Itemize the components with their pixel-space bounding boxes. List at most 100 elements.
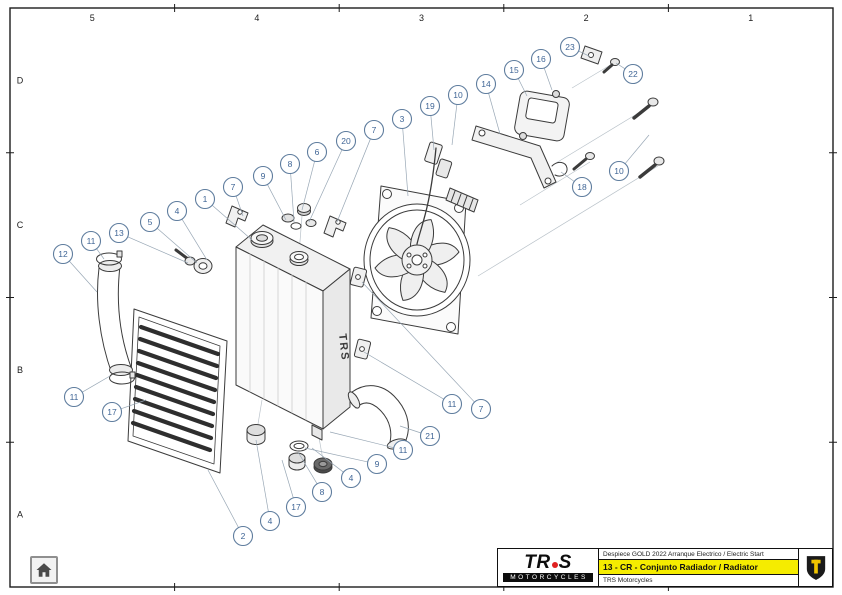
svg-text:C: C xyxy=(17,220,24,230)
svg-text:B: B xyxy=(17,365,23,375)
balloon-number: 8 xyxy=(288,159,293,169)
grommet xyxy=(288,452,306,471)
radiator-filler-neck xyxy=(289,251,309,266)
home-button[interactable] xyxy=(30,556,58,584)
balloon-number: 4 xyxy=(349,473,354,483)
rubber-flap xyxy=(445,187,479,213)
upper-bracket xyxy=(225,205,249,228)
balloon-number: 17 xyxy=(291,502,301,512)
radiator-brand-text: TRS xyxy=(336,333,351,362)
balloon-1 xyxy=(194,188,216,210)
balloon-number: 11 xyxy=(448,399,457,409)
balloon-17 xyxy=(285,496,307,518)
balloon-number: 5 xyxy=(148,217,153,227)
bolt xyxy=(638,156,665,179)
balloon-number: 11 xyxy=(70,392,79,402)
exploded-assembly: TRS xyxy=(96,45,665,474)
bolt-washer-set xyxy=(174,248,213,274)
starter-relay xyxy=(514,90,570,142)
upper-bracket xyxy=(323,215,347,238)
balloon-number: 18 xyxy=(577,182,587,192)
balloon-20 xyxy=(335,130,357,152)
svg-text:A: A xyxy=(17,510,23,520)
home-icon xyxy=(36,563,52,577)
balloon-9 xyxy=(366,453,388,475)
svg-text:1: 1 xyxy=(748,13,753,23)
trs-logo: TR S MOTORCYCLES xyxy=(498,549,599,586)
screw xyxy=(602,58,620,74)
cooling-fan xyxy=(363,185,471,335)
balloon-7 xyxy=(470,398,492,420)
balloon-number: 11 xyxy=(87,236,96,246)
grommet xyxy=(246,424,266,445)
rubber-cap xyxy=(313,457,333,474)
balloon-7 xyxy=(363,119,385,141)
balloon-18 xyxy=(571,176,593,198)
fan-connector xyxy=(416,141,453,245)
side-bracket xyxy=(353,338,372,360)
hose-clamp xyxy=(96,250,123,266)
balloon-13 xyxy=(108,222,130,244)
svg-text:5: 5 xyxy=(90,13,95,23)
balloon-2 xyxy=(232,525,254,547)
logo-part-1: TR xyxy=(524,551,551,573)
svg-text:D: D xyxy=(17,75,24,85)
balloon-15 xyxy=(503,59,525,81)
upper-hose xyxy=(96,250,136,385)
balloon-number: 4 xyxy=(268,516,273,526)
balloon-layer: 1798620731910141516232210184513111211172… xyxy=(52,36,650,547)
balloon-number: 15 xyxy=(509,65,519,75)
balloon-11 xyxy=(392,439,414,461)
shield-logo xyxy=(798,549,832,586)
balloon-4 xyxy=(340,467,362,489)
balloon-number: 9 xyxy=(261,171,266,181)
balloon-number: 6 xyxy=(315,147,320,157)
balloon-number: 3 xyxy=(400,114,405,124)
grid-ticks xyxy=(6,4,837,591)
balloon-8 xyxy=(279,153,301,175)
cap-and-seals xyxy=(281,203,317,230)
balloon-number: 4 xyxy=(175,206,180,216)
balloon-number: 8 xyxy=(320,487,325,497)
mounting-bracket xyxy=(471,125,557,189)
balloon-11 xyxy=(441,393,463,415)
balloon-number: 22 xyxy=(628,69,638,79)
balloon-number: 9 xyxy=(375,459,380,469)
bolt xyxy=(572,152,595,171)
title-block: TR S MOTORCYCLES Despiece GOLD 2022 Arra… xyxy=(497,548,833,587)
balloon-19 xyxy=(419,95,441,117)
logo-part-2: S xyxy=(558,551,572,573)
doc-title: Despiece GOLD 2022 Arranque Electrico / … xyxy=(599,549,798,560)
section-title: 13 - CR - Conjunto Radiador / Radiator xyxy=(599,560,798,575)
retaining-clip xyxy=(551,161,568,177)
logo-subtitle: MOTORCYCLES xyxy=(503,572,593,582)
balloon-22 xyxy=(622,63,644,85)
balloon-number: 7 xyxy=(372,125,377,135)
svg-text:3: 3 xyxy=(419,13,424,23)
balloon-number: 14 xyxy=(481,79,491,89)
svg-text:2: 2 xyxy=(584,13,589,23)
balloon-number: 21 xyxy=(425,431,435,441)
balloon-number: 16 xyxy=(536,54,546,64)
balloon-10 xyxy=(447,84,469,106)
radiator-cap xyxy=(250,231,274,248)
balloon-number: 10 xyxy=(614,166,624,176)
small-bracket xyxy=(580,45,603,65)
balloon-5 xyxy=(139,211,161,233)
shield-icon xyxy=(806,555,825,580)
balloon-4 xyxy=(166,200,188,222)
balloon-11 xyxy=(80,230,102,252)
radiator: TRS xyxy=(235,224,351,441)
o-ring xyxy=(289,440,309,452)
balloon-number: 10 xyxy=(453,90,463,100)
svg-text:4: 4 xyxy=(254,13,259,23)
balloon-7 xyxy=(222,176,244,198)
balloon-number: 17 xyxy=(107,407,117,417)
bolt xyxy=(632,97,659,120)
balloon-11 xyxy=(63,386,85,408)
balloon-number: 7 xyxy=(479,404,484,414)
title-block-rows: Despiece GOLD 2022 Arranque Electrico / … xyxy=(599,549,798,586)
